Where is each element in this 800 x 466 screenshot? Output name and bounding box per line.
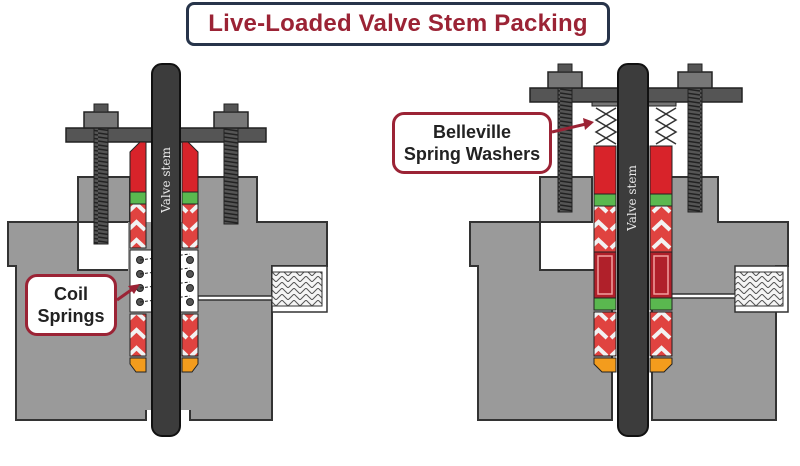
right-green-ring2-l — [593, 297, 617, 311]
right-bolt-b — [687, 79, 703, 213]
right-packing-top-r — [649, 145, 673, 195]
left-bolt-b — [223, 119, 239, 225]
left-bolt-a — [93, 119, 109, 245]
right-assembly: Valve stem — [469, 63, 789, 437]
right-orange-ring-l — [593, 357, 617, 373]
right-chevron-upper-r — [649, 205, 673, 253]
left-green-ring-l — [129, 191, 147, 205]
right-bolt-a — [557, 79, 573, 213]
left-chevron-lower-l — [129, 313, 147, 357]
belleville-washers-callout: Belleville Spring Washers — [392, 112, 552, 174]
left-orange-ring-r — [181, 357, 199, 373]
coil-callout-line1: Coil — [54, 284, 88, 304]
right-green-ring-r — [649, 193, 673, 207]
right-nut-b — [677, 71, 713, 89]
right-nut-a — [547, 71, 583, 89]
right-valve-stem — [617, 63, 649, 437]
right-chevron-upper-l — [593, 205, 617, 253]
left-valve-stem — [151, 63, 181, 437]
right-orange-ring-r — [649, 357, 673, 373]
left-nut-b — [213, 111, 249, 129]
left-chevron-lower-r — [181, 313, 199, 357]
belleville-callout-line1: Belleville — [432, 122, 512, 142]
title-box: Live-Loaded Valve Stem Packing — [186, 2, 610, 46]
right-packing-top-l — [593, 145, 617, 195]
belleville-washers — [594, 107, 678, 145]
left-packing-top-left — [129, 141, 147, 193]
left-chevron-upper-l — [129, 203, 147, 249]
belleville-callout-arrow — [551, 122, 587, 134]
left-green-ring-r — [181, 191, 199, 205]
coil-callout-line2: Springs — [37, 306, 105, 326]
left-assembly: Valve stem — [7, 63, 328, 437]
right-chevron-lower-r — [649, 311, 673, 357]
right-green-ring-l — [593, 193, 617, 207]
page-title: Live-Loaded Valve Stem Packing — [208, 10, 588, 37]
right-stem-label: Valve stem — [625, 165, 639, 232]
coil-springs-callout: Coil Springs — [25, 274, 117, 336]
right-green-ring2-r — [649, 297, 673, 311]
left-packing-top-right — [181, 141, 199, 193]
right-chevron-lower-l — [593, 311, 617, 357]
right-valve-body — [469, 176, 613, 421]
belleville-callout-line2: Spring Washers — [403, 144, 541, 164]
left-chevron-upper-r — [181, 203, 199, 249]
left-nut-a — [83, 111, 119, 129]
left-stem-label: Valve stem — [159, 147, 173, 214]
left-orange-ring-l — [129, 357, 147, 373]
